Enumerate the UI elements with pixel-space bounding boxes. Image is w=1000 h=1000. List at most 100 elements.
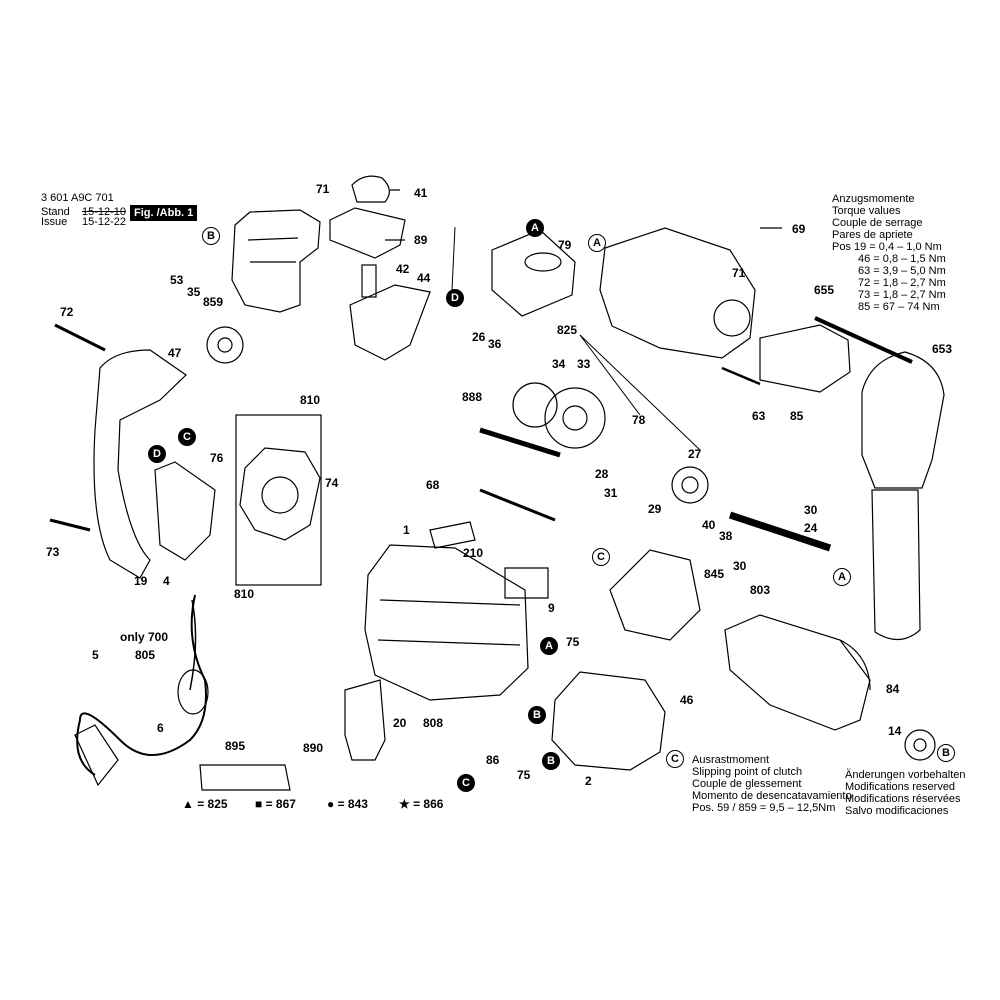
issue-label: Issue [41, 216, 68, 228]
callout-d-filled: D [446, 289, 464, 307]
clutch-line-3: Couple de glessement [692, 778, 802, 790]
part-label-210: 210 [463, 546, 484, 560]
chuck-85-drawing [759, 324, 851, 393]
part-label-655: 655 [814, 283, 835, 297]
part-label-20: 20 [393, 716, 407, 730]
clutch-line-4: Momento de desencatavamiento [692, 790, 852, 802]
torque-line-2: Torque values [832, 205, 901, 217]
part-label-71-right: 71 [732, 266, 746, 280]
clutch-line-2: Slipping point of clutch [692, 766, 803, 778]
part-label-47: 47 [168, 346, 182, 360]
part-label-890: 890 [303, 741, 324, 755]
callout-c-filled-lower: C [457, 774, 475, 792]
part-label-14: 14 [888, 724, 902, 738]
part-label-44: 44 [417, 271, 431, 285]
changes-line-2: Modifications reserved [845, 781, 956, 793]
part-label-895: 895 [225, 739, 246, 753]
part-label-859: 859 [203, 295, 224, 309]
part-label-79: 79 [558, 238, 572, 252]
part-label-9: 9 [548, 601, 555, 615]
torque-row-63: 63 = 3,9 – 5,0 Nm [858, 265, 946, 277]
torque-row-85: 85 = 67 – 74 Nm [858, 301, 940, 313]
torque-row-46: 46 = 0,8 – 1,5 Nm [858, 253, 946, 265]
armature-803-drawing [724, 614, 871, 731]
part-label-888: 888 [462, 390, 483, 404]
part-label-74: 74 [325, 476, 339, 490]
part-label-36: 36 [488, 337, 502, 351]
switch-4-drawing [154, 461, 216, 561]
part-label-86: 86 [486, 753, 500, 767]
callout-a-filled-lower: A [540, 637, 558, 655]
part-label-72: 72 [60, 305, 74, 319]
part-label-41: 41 [414, 186, 428, 200]
legend-circle: ● = 843 [327, 797, 368, 811]
callout-d-filled-left: D [148, 445, 166, 463]
part-label-42: 42 [396, 262, 410, 276]
callout-b-filled-lower: B [542, 752, 560, 770]
part-label-810-top: 810 [300, 393, 321, 407]
part-label-78: 78 [632, 413, 646, 427]
part-label-845: 845 [704, 567, 725, 581]
document-number: 3 601 A9C 701 [41, 192, 114, 204]
part-label-33: 33 [577, 357, 591, 371]
part-label-68: 68 [426, 478, 440, 492]
part-label-29: 29 [648, 502, 662, 516]
torque-line-4: Pares de apriete [832, 229, 913, 241]
part-label-1: 1 [403, 523, 410, 537]
callout-c-open-lower: C [666, 750, 684, 768]
changes-line-4: Salvo modificaciones [845, 805, 949, 817]
part-label-825: 825 [557, 323, 578, 337]
handle-47-drawing [93, 349, 187, 579]
part-label-805: 805 [135, 648, 156, 662]
part-label-803: 803 [750, 583, 771, 597]
part-label-63: 63 [752, 409, 766, 423]
part-label-84: 84 [886, 682, 900, 696]
part-label-808: 808 [423, 716, 444, 730]
part-label-34: 34 [552, 357, 566, 371]
torque-line-1: Anzugsmomente [832, 193, 915, 205]
part-label-4: 4 [163, 574, 170, 588]
grip-20-drawing [344, 679, 386, 761]
callout-c-open: C [592, 548, 610, 566]
clutch-line-1: Ausrastmoment [692, 754, 770, 766]
part-label-46: 46 [680, 693, 694, 707]
part-label-73: 73 [46, 545, 60, 559]
fan-845-drawing [609, 549, 701, 641]
issue-date: 15-12-22 [82, 216, 127, 228]
part-label-24: 24 [804, 521, 818, 535]
legend-star: ★ = 866 [399, 797, 444, 811]
stand-date: 15-12-10 [82, 206, 127, 218]
gear-housing-drawing [599, 227, 756, 359]
part-label-27: 27 [688, 447, 702, 461]
note-only-700: only 700 [120, 630, 169, 644]
cap-41-drawing [351, 175, 390, 203]
callout-c-filled: C [178, 428, 196, 446]
callout-a-open-top: A [588, 234, 606, 252]
torque-row-72: 72 = 1,8 – 2,7 Nm [858, 277, 946, 289]
part-label-30-lower: 30 [733, 559, 747, 573]
part-label-653: 653 [932, 342, 953, 356]
part-label-5: 5 [92, 648, 99, 662]
part-label-30-upper: 30 [804, 503, 818, 517]
part-label-85: 85 [790, 409, 804, 423]
part-label-89: 89 [414, 233, 428, 247]
rear-housing-drawing [231, 209, 321, 313]
torque-line-3: Couple de serrage [832, 217, 923, 229]
stand-label: Stand [41, 206, 70, 218]
part-label-38: 38 [719, 529, 733, 543]
part-label-53: 53 [170, 273, 184, 287]
field-2-drawing [551, 671, 666, 771]
brush-holder-76-drawing [239, 447, 321, 541]
torque-row-73: 73 = 1,8 – 2,7 Nm [858, 289, 946, 301]
legend-triangle: ▲ = 825 [182, 797, 228, 811]
part-label-75-upper: 75 [566, 635, 580, 649]
callout-b-open-top: B [202, 227, 220, 245]
callout-a-filled: A [526, 219, 544, 237]
part-label-19: 19 [134, 574, 148, 588]
figure-label: Fig. /Abb. 1 [130, 205, 198, 221]
part-label-2: 2 [585, 774, 592, 788]
part-label-26: 26 [472, 330, 486, 344]
housing-1-drawing [364, 544, 529, 701]
